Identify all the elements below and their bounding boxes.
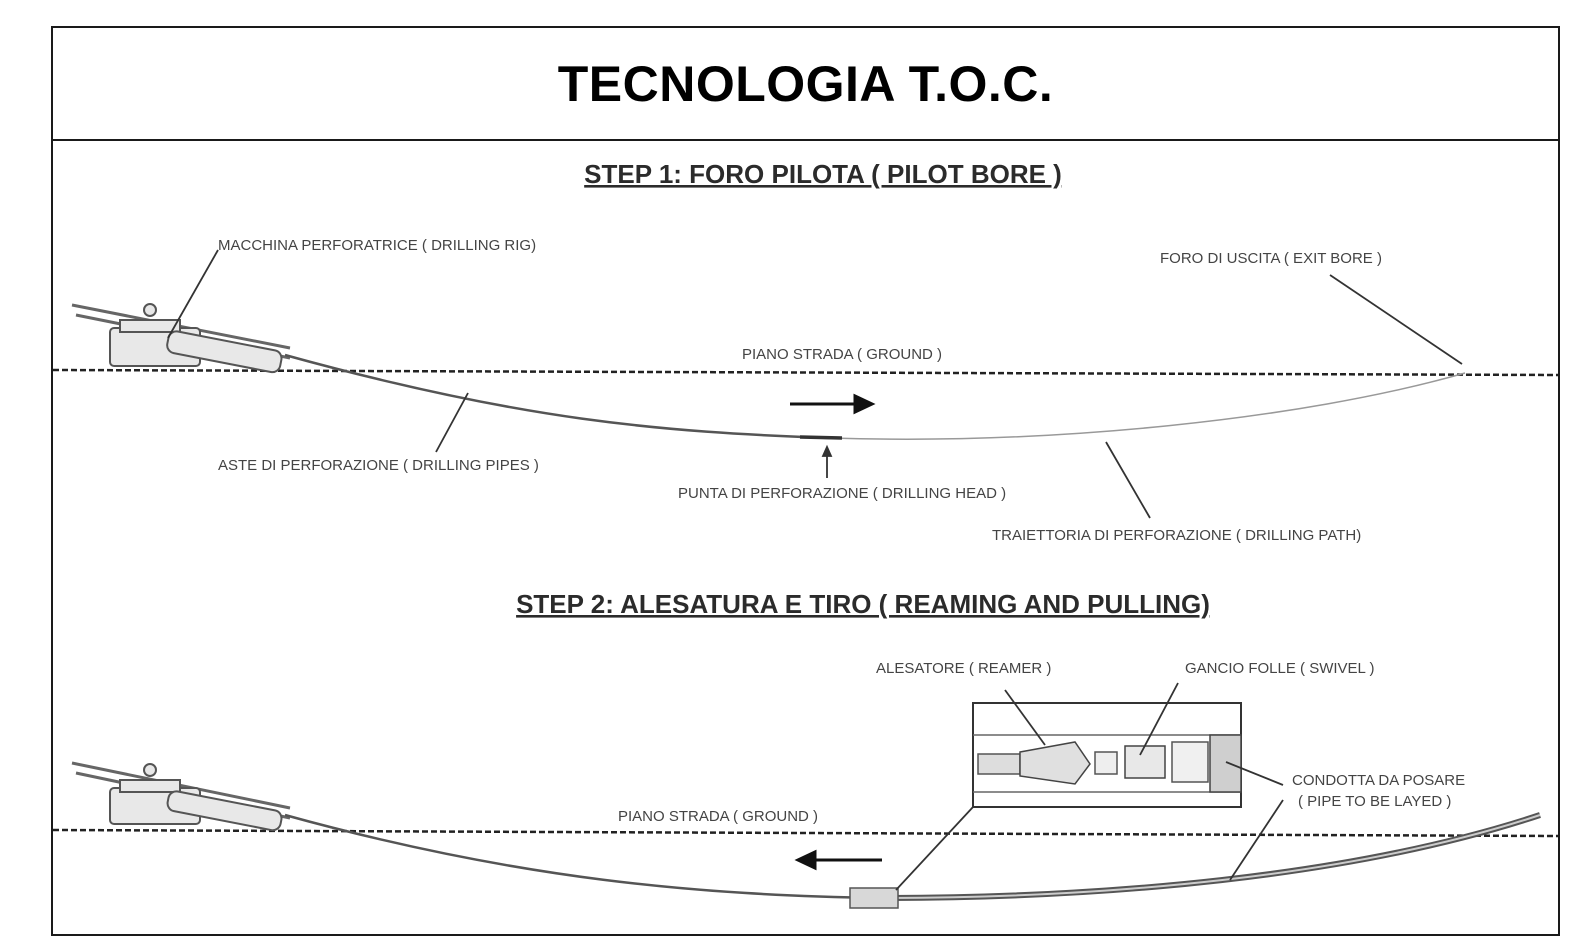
leader-pipe-main: [1229, 799, 1284, 881]
label-drilling-path: TRAIETTORIA DI PERFORAZIONE ( DRILLING P…: [992, 527, 1361, 544]
page-title: TECNOLOGIA T.O.C.: [557, 55, 1054, 112]
leader-inset-to-reamer: [895, 806, 974, 891]
leader-drilling-pipes: [435, 392, 469, 453]
label-drilling-head: PUNTA DI PERFORAZIONE ( DRILLING HEAD ): [678, 485, 1006, 502]
label-ground-step1: PIANO STRADA ( GROUND ): [742, 346, 942, 363]
leader-swivel: [1139, 682, 1179, 756]
label-reamer: ALESATORE ( REAMER ): [876, 660, 1051, 677]
step1-drilling-path: [284, 353, 831, 440]
step2-direction-arrow-icon: [794, 849, 882, 871]
leader-reamer: [1004, 689, 1046, 746]
leader-pipe-inset: [1225, 761, 1284, 786]
reamer-detail-inset: [972, 702, 1242, 808]
step1-drilling-head: [799, 435, 843, 440]
step1-direction-arrow-icon: [790, 393, 876, 415]
label-swivel: GANCIO FOLLE ( SWIVEL ): [1185, 660, 1374, 677]
step2-pipe-line: [879, 812, 1541, 901]
label-pipe-line1: CONDOTTA DA POSARE: [1292, 772, 1465, 789]
step2-pipe-line-inner: [879, 814, 1541, 899]
label-drilling-rig: MACCHINA PERFORATRICE ( DRILLING RIG): [218, 237, 536, 254]
step2-reamer: [849, 887, 899, 909]
step1-planned-path: [829, 372, 1466, 440]
step2-ground-line: [52, 828, 1559, 838]
step1-ground-line: [52, 368, 1559, 377]
step2-bore-path: [284, 813, 881, 900]
leader-drilling-head-arrow: [821, 444, 833, 457]
step2-drilling-rig-icon: [71, 761, 291, 832]
label-pipe-line2: ( PIPE TO BE LAYED ): [1298, 793, 1451, 810]
step1-drilling-rig-icon: [71, 303, 291, 374]
leader-exit-bore: [1329, 274, 1463, 365]
label-drilling-pipes: ASTE DI PERFORAZIONE ( DRILLING PIPES ): [218, 457, 539, 474]
header: TECNOLOGIA T.O.C.: [53, 28, 1558, 141]
leader-drilling-path: [1105, 441, 1151, 519]
leader-drilling-rig: [167, 249, 219, 339]
step2-title: STEP 2: ALESATURA E TIRO ( REAMING AND P…: [516, 589, 1210, 619]
step1-title: STEP 1: FORO PILOTA ( PILOT BORE ): [584, 159, 1062, 189]
label-ground-step2: PIANO STRADA ( GROUND ): [618, 808, 818, 825]
label-exit-bore: FORO DI USCITA ( EXIT BORE ): [1160, 250, 1382, 267]
